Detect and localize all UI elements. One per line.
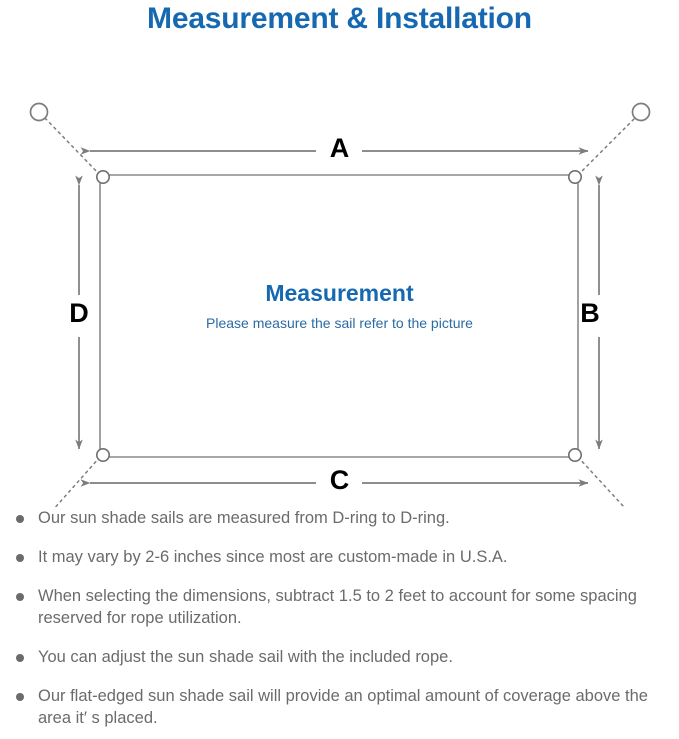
notes-list: Our sun shade sails are measured from D-… [0, 507, 679, 729]
bullet-icon [16, 654, 24, 662]
bullet-icon [16, 554, 24, 562]
d-ring-icon-top-right [567, 170, 582, 185]
dotted-rope-line-top-left [43, 116, 101, 176]
anchor-ring-icon-top-left [29, 102, 49, 122]
note-text: Our flat-edged sun shade sail will provi… [38, 687, 648, 727]
dotted-rope-line-top-right [577, 116, 637, 176]
note-text: You can adjust the sun shade sail with t… [38, 648, 453, 666]
sail-rectangle-shape [99, 174, 579, 458]
list-item: Our flat-edged sun shade sail will provi… [14, 685, 665, 729]
dotted-rope-line-bottom-left [54, 456, 101, 507]
list-item: Our sun shade sails are measured from D-… [14, 507, 665, 529]
bullet-icon [16, 515, 24, 523]
diagram-canvas [29, 102, 651, 507]
list-item: You can adjust the sun shade sail with t… [14, 646, 665, 668]
page-title: Measurement & Installation [147, 2, 532, 35]
dimension-label-b: B [580, 298, 600, 328]
rope-lines-group [43, 116, 637, 507]
note-text: When selecting the dimensions, subtract … [38, 587, 637, 627]
diagram-center-subtitle: Please measure the sail refer to the pic… [206, 315, 473, 331]
list-item: When selecting the dimensions, subtract … [14, 585, 665, 629]
diagram-center-title: Measurement [265, 280, 414, 306]
anchor-ring-icon-top-right [631, 102, 651, 122]
list-item: It may vary by 2-6 inches since most are… [14, 546, 665, 568]
dotted-rope-line-bottom-right [577, 456, 626, 507]
dimension-label-d: D [69, 298, 89, 328]
d-rings-group [96, 170, 582, 462]
bullet-icon [16, 693, 24, 701]
d-ring-icon-top-left [96, 170, 111, 185]
measurement-diagram: Measurement Please measure the sail refe… [0, 37, 679, 507]
dimension-label-a: A [329, 133, 350, 163]
bullet-icon [16, 593, 24, 601]
d-ring-icon-bottom-right [567, 447, 582, 462]
d-ring-icon-bottom-left [96, 447, 111, 462]
anchor-rings-group [29, 102, 651, 122]
note-text: It may vary by 2-6 inches since most are… [38, 548, 508, 566]
note-text: Our sun shade sails are measured from D-… [38, 509, 450, 527]
dimension-label-c: C [329, 465, 350, 495]
